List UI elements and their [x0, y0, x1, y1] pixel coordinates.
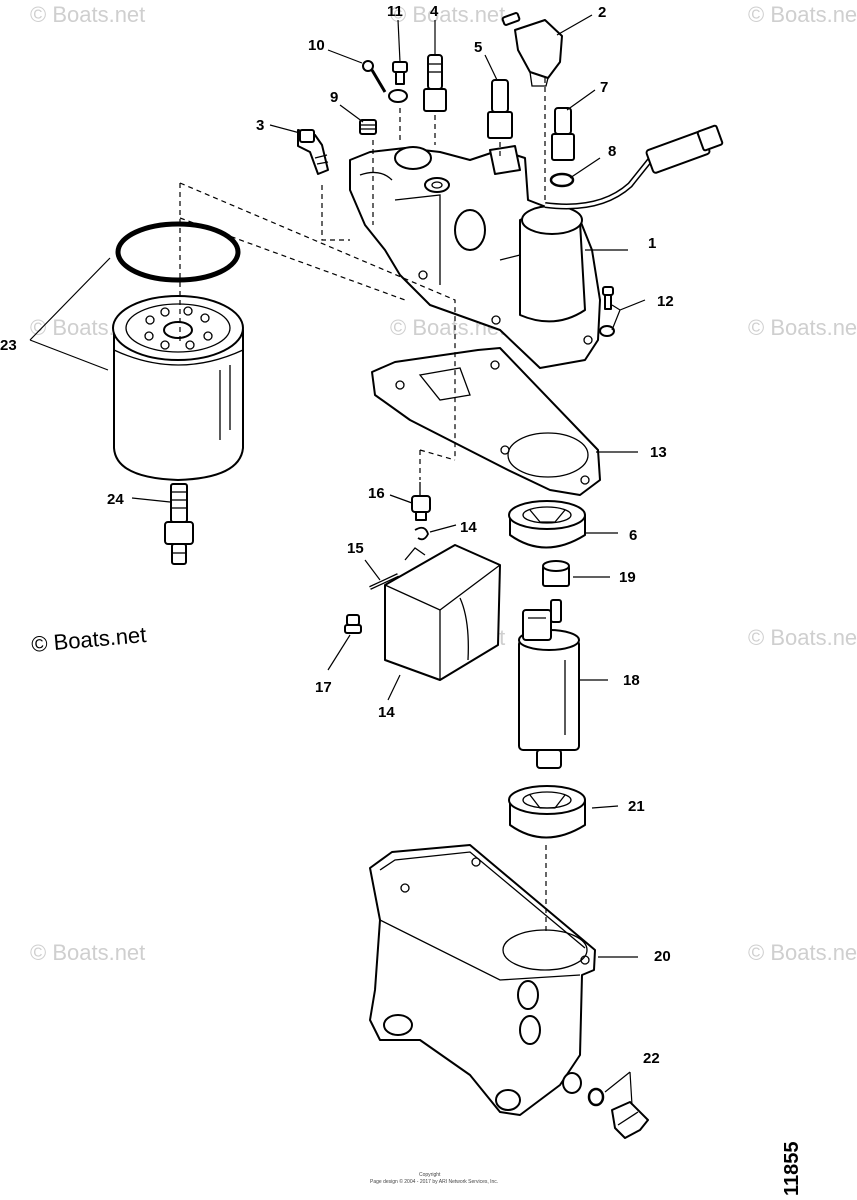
- callout-21: 21: [628, 798, 645, 815]
- callout-14-float: 14: [378, 704, 395, 721]
- callout-14-clip: 14: [460, 519, 477, 536]
- callout-15: 15: [347, 540, 364, 557]
- wire-harness: [544, 124, 724, 210]
- callout-2: 2: [598, 4, 606, 21]
- drain-plug: [587, 1087, 649, 1139]
- pump-isolator-upper: [508, 500, 586, 549]
- screw-11: [392, 61, 408, 85]
- callout-13: 13: [650, 444, 667, 461]
- watermark: © Boats.net: [748, 315, 857, 340]
- callout-1: 1: [648, 235, 656, 252]
- watermark: © Boats.net: [30, 940, 145, 965]
- water-sensor: [164, 483, 194, 565]
- leader-lines: [29, 14, 646, 1106]
- callout-24: 24: [107, 491, 124, 508]
- callouts: 1 2 3 4 5 6 7 8 9 10 11 12 13 14 14 15 1…: [0, 3, 674, 1067]
- callout-4: 4: [430, 3, 439, 20]
- callout-6: 6: [629, 527, 637, 544]
- watermark: © Boats.net: [390, 2, 505, 27]
- sensor-elbow: [501, 12, 563, 87]
- o-ring-8: [549, 172, 575, 188]
- hose-fitting-5: [487, 79, 513, 139]
- copyright-line: Page design © 2004 - 2017 by ARI Network…: [370, 1178, 498, 1185]
- ground-lead: [362, 60, 408, 103]
- watermark: © Boats.net: [748, 625, 857, 650]
- screw-12: [599, 286, 615, 337]
- fuel-pump: [518, 599, 580, 769]
- callout-17: 17: [315, 679, 332, 696]
- callout-12: 12: [657, 293, 674, 310]
- float: [384, 544, 501, 681]
- pump-isolator-lower: [508, 785, 586, 839]
- pin: [369, 573, 399, 590]
- main-watermark: © Boats.net: [30, 622, 147, 657]
- copyright-heading: Copyright: [419, 1172, 441, 1178]
- callout-16: 16: [368, 485, 385, 502]
- callout-8: 8: [608, 143, 616, 160]
- callout-3: 3: [256, 117, 264, 134]
- watermark: © Boats.net: [30, 2, 145, 27]
- top-housing: [349, 145, 601, 369]
- filter-o-ring: [115, 221, 241, 283]
- sleeve: [542, 560, 570, 587]
- watermark: © Boats.net: [748, 2, 857, 27]
- callout-23: 23: [0, 337, 17, 354]
- float-switch: [411, 482, 431, 521]
- callout-11: 11: [387, 3, 403, 20]
- watermark: © Boats.net: [748, 940, 857, 965]
- clip: [414, 526, 429, 541]
- plug: [359, 119, 377, 135]
- callout-18: 18: [623, 672, 640, 689]
- gasket: [371, 347, 601, 496]
- fuel-filter: [112, 295, 244, 481]
- assembly-lines: [179, 78, 547, 935]
- callout-10: 10: [308, 37, 325, 54]
- screw-17: [344, 614, 362, 634]
- lower-housing: [369, 844, 596, 1116]
- drawing-number: 11855: [781, 1141, 803, 1196]
- callout-20: 20: [654, 948, 671, 965]
- elbow-fitting: [297, 129, 329, 175]
- hose-fitting-4: [423, 54, 447, 112]
- callout-22: 22: [643, 1050, 660, 1067]
- callout-5: 5: [474, 39, 482, 56]
- callout-9: 9: [330, 89, 338, 106]
- callout-7: 7: [600, 79, 608, 96]
- callout-19: 19: [619, 569, 636, 586]
- hose-fitting-7: [551, 107, 575, 161]
